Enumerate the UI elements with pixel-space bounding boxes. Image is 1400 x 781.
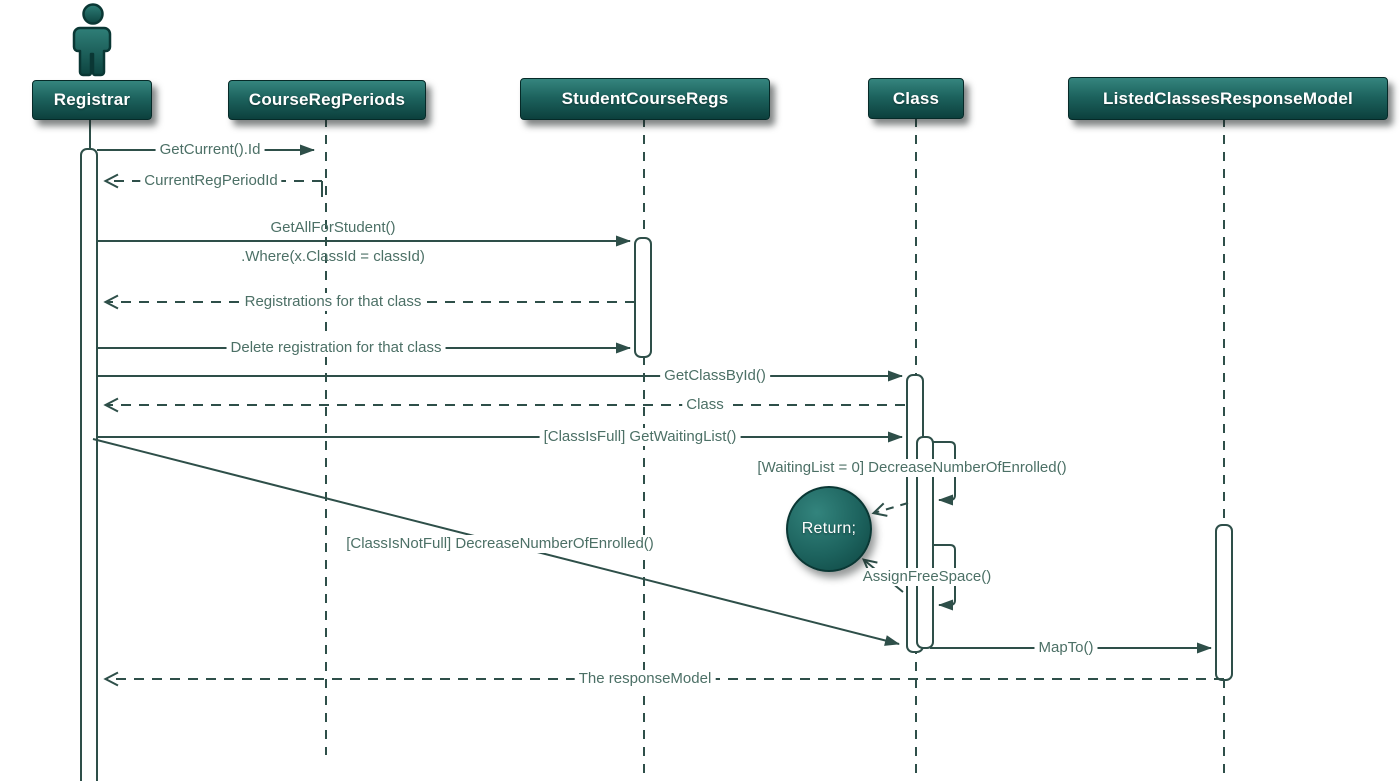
activation-studentcourseregs [634,237,652,358]
message-label-responsemodel-return: The responseModel [574,670,716,688]
actor-icon [72,3,112,77]
message-label-getallforstudent: GetAllForStudent() [270,219,396,236]
participant-label: Registrar [53,90,131,109]
message-label-classisnotfull-decrease: [ClassIsNotFull] DecreaseNumberOfEnrolle… [342,535,658,553]
message-label-getwaitinglist: [ClassIsFull] GetWaitingList() [539,428,741,446]
participant-box-class: Class [868,78,964,119]
activation-registrar [80,148,98,781]
message-label-delete-registration: Delete registration for that class [226,339,446,357]
return-terminator: Return; [786,486,872,572]
message-label-class-return: Class [682,396,728,414]
message-label-assignfreespace: AssignFreeSpace() [858,568,996,586]
message-label-currentregperiodid: CurrentRegPeriodId [140,172,282,190]
message-label-getclassbyid: GetClassById() [660,367,770,385]
message-label-mapto: MapTo() [1034,639,1098,657]
message-label-getcurrent: GetCurrent().Id [155,141,265,159]
participant-box-courseregperiods: CourseRegPeriods [228,80,426,120]
return-arrow-to-terminator-dashed [871,502,909,517]
message-label-where-classid: .Where(x.ClassId = classId) [241,248,425,265]
activation-listedclassesresponsemodel [1215,524,1233,681]
participant-box-registrar: Registrar [32,80,152,120]
participant-label: Class [892,88,940,108]
message-label-waitinglist-decrease: [WaitingList = 0] DecreaseNumberOfEnroll… [753,459,1071,477]
message-label-registrations-return: Registrations for that class [240,293,426,311]
participant-label: StudentCourseRegs [561,89,729,108]
participant-box-listedclassesresponsemodel: ListedClassesResponseModel [1068,77,1388,120]
participant-label: CourseRegPeriods [248,90,406,109]
participant-label: ListedClassesResponseModel [1103,88,1353,108]
activation-class-nested [916,436,934,649]
participant-box-studentcourseregs: StudentCourseRegs [520,78,770,120]
return-label: Return; [801,520,857,537]
